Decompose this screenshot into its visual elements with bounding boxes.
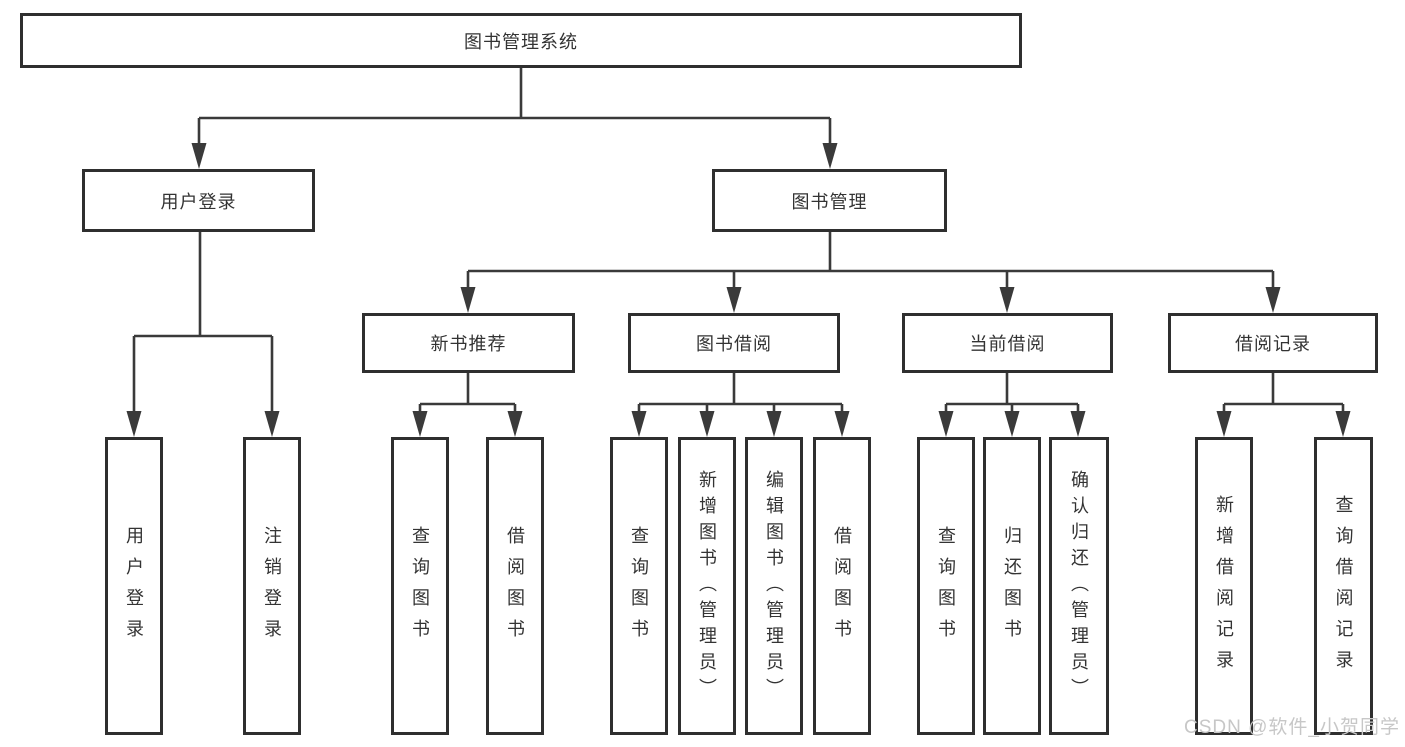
node-borrow-records: 借阅记录 — [1168, 313, 1378, 373]
node-leaf-borrow-book-1: 借阅图书 — [486, 437, 544, 735]
node-leaf-add-book-admin: 新增图书（管理员） — [678, 437, 736, 735]
node-leaf-query-book-3: 查询图书 — [917, 437, 975, 735]
node-leaf-add-borrow-record: 新增借阅记录 — [1195, 437, 1253, 735]
node-book-borrow: 图书借阅 — [628, 313, 840, 373]
node-user-login: 用户登录 — [82, 169, 315, 232]
arrowhead-icons — [126, 143, 1351, 437]
node-leaf-return-book: 归还图书 — [983, 437, 1041, 735]
csdn-watermark: CSDN @软件_小贺同学 — [1184, 717, 1400, 738]
node-leaf-query-book-2: 查询图书 — [610, 437, 668, 735]
node-root: 图书管理系统 — [20, 13, 1022, 68]
node-book-management: 图书管理 — [712, 169, 947, 232]
node-leaf-query-borrow-record: 查询借阅记录 — [1314, 437, 1373, 735]
node-leaf-logout: 注销登录 — [243, 437, 301, 735]
node-leaf-edit-book-admin: 编辑图书（管理员） — [745, 437, 803, 735]
node-leaf-confirm-return-admin: 确认归还（管理员） — [1049, 437, 1109, 735]
node-leaf-query-book-1: 查询图书 — [391, 437, 449, 735]
node-leaf-user-login: 用户登录 — [105, 437, 163, 735]
node-current-borrow: 当前借阅 — [902, 313, 1113, 373]
node-new-book-recommend: 新书推荐 — [362, 313, 575, 373]
node-leaf-borrow-book-2: 借阅图书 — [813, 437, 871, 735]
